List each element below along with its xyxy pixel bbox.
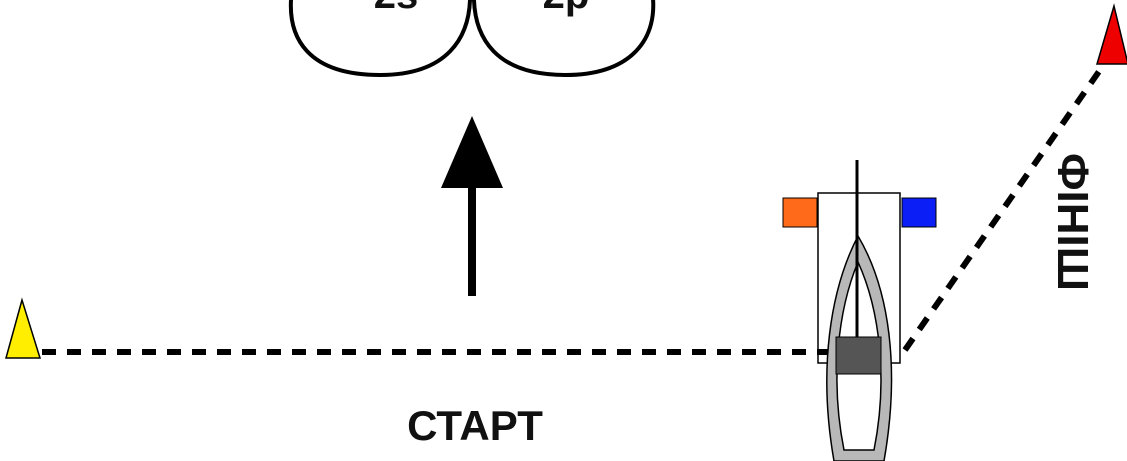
finish-buoy-icon xyxy=(1095,3,1127,65)
direction-arrow-icon xyxy=(441,116,503,296)
finish-label: ФІНІШ xyxy=(1048,153,1097,291)
start-buoy-icon xyxy=(5,297,42,359)
start-label: СТАРТ xyxy=(407,402,543,449)
boat-icon xyxy=(782,160,937,461)
left-zone-label: 2s xyxy=(374,0,419,17)
left-zone-circle xyxy=(288,0,472,78)
boat-cockpit xyxy=(835,336,882,375)
left-flag xyxy=(782,197,818,228)
finish-line xyxy=(902,68,1103,352)
right-zone-circle xyxy=(472,0,656,78)
right-zone-label: 2p xyxy=(543,0,590,17)
right-flag xyxy=(901,197,937,228)
mark-zones: 2s 2p xyxy=(288,0,656,78)
